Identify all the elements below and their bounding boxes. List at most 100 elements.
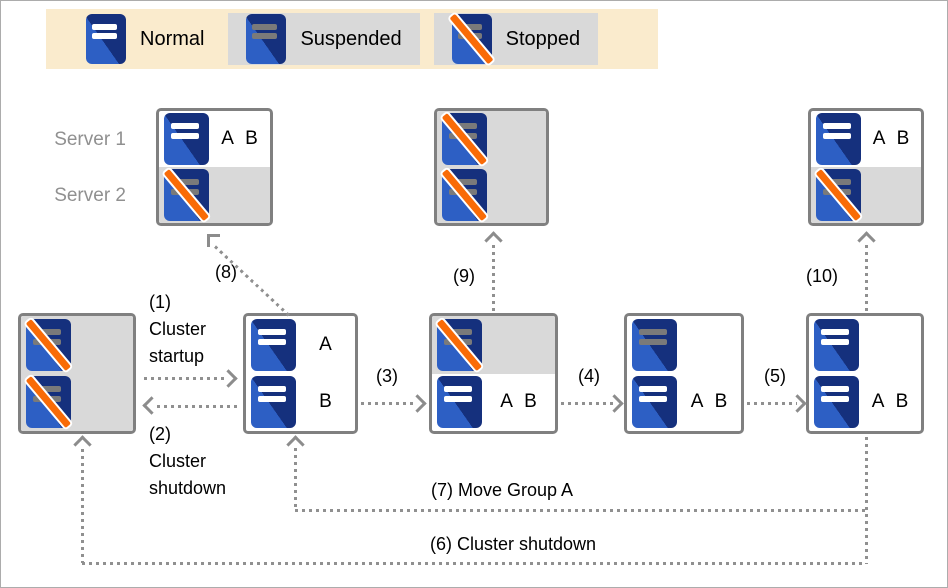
transition-9-label: (9) bbox=[453, 266, 475, 286]
arrow-4-head bbox=[605, 394, 624, 413]
stop-slash-icon bbox=[449, 13, 494, 65]
server-row bbox=[159, 167, 270, 223]
stop-slash-icon bbox=[163, 168, 209, 222]
state-box-bottom-1 bbox=[18, 313, 136, 434]
transition-3-label: (3) bbox=[376, 366, 398, 386]
state-box-top-left: A B bbox=[156, 108, 273, 226]
transition-5-label: (5) bbox=[764, 366, 786, 386]
server-row: A B bbox=[811, 111, 921, 167]
legend-item-stopped: Stopped bbox=[433, 13, 599, 65]
legend-item-normal: Normal bbox=[68, 13, 222, 65]
legend-label-normal: Normal bbox=[140, 27, 205, 50]
transition-2-label: (2) Cluster shutdown bbox=[149, 421, 249, 502]
state-box-bottom-2: A B bbox=[243, 313, 358, 434]
server-stopped-icon bbox=[441, 168, 487, 222]
server-row: A bbox=[246, 316, 355, 374]
server1-label: Server 1 bbox=[54, 129, 126, 150]
server-row: B bbox=[246, 374, 355, 432]
server-normal-icon bbox=[814, 376, 859, 429]
server-row bbox=[809, 316, 921, 374]
transition-8-label: (8) bbox=[215, 262, 237, 282]
arrow-2-line bbox=[157, 405, 239, 408]
server-normal-icon bbox=[437, 376, 482, 429]
state-box-bottom-4: A B bbox=[624, 313, 744, 434]
server-normal-icon bbox=[86, 14, 126, 64]
server-row bbox=[437, 167, 546, 223]
arrow-3-line bbox=[361, 402, 416, 405]
group-label: B bbox=[319, 391, 332, 413]
server-normal-icon bbox=[816, 113, 861, 165]
server-row: A B bbox=[432, 374, 555, 432]
transition-6-label: (6) Cluster shutdown bbox=[429, 534, 597, 554]
server-row bbox=[432, 316, 555, 374]
arrow-8-head bbox=[207, 234, 220, 247]
state-box-top-right: A B bbox=[808, 108, 924, 226]
state-box-bottom-5: A B bbox=[806, 313, 924, 434]
stop-slash-icon bbox=[25, 318, 71, 371]
arrow-10-head bbox=[857, 231, 876, 250]
group-label: A B bbox=[871, 391, 909, 413]
server-row: A B bbox=[809, 374, 921, 432]
server-stopped-icon bbox=[163, 168, 209, 222]
server-row: A B bbox=[159, 111, 270, 167]
server-normal-icon bbox=[251, 376, 296, 429]
server-suspended-icon bbox=[246, 14, 287, 64]
stop-slash-icon bbox=[25, 376, 71, 429]
arrow-4-line bbox=[561, 402, 614, 405]
transition-10-label: (10) bbox=[805, 266, 838, 286]
server-normal-icon bbox=[251, 318, 296, 371]
server-stopped-icon bbox=[815, 168, 861, 222]
server-row bbox=[811, 167, 921, 223]
server-stopped-icon bbox=[25, 376, 71, 429]
state-box-top-middle bbox=[434, 108, 549, 226]
stop-slash-icon bbox=[441, 168, 487, 222]
transition-2-number: (2) bbox=[149, 424, 171, 444]
server-stopped-icon bbox=[25, 318, 71, 371]
stop-slash-icon bbox=[815, 168, 861, 222]
server-row bbox=[21, 373, 133, 431]
arrow-6-left-line bbox=[81, 449, 84, 563]
server-stopped-icon bbox=[441, 112, 487, 166]
legend-label-stopped: Stopped bbox=[505, 27, 581, 50]
transition-1-caption: Cluster startup bbox=[149, 319, 207, 366]
legend-item-suspended: Suspended bbox=[228, 13, 420, 65]
arrow-1-line bbox=[144, 377, 228, 380]
arrow-6-7-right-line bbox=[865, 437, 868, 564]
stop-slash-icon bbox=[436, 318, 482, 371]
arrow-5-head bbox=[788, 394, 807, 413]
transition-7-label: (7) Move Group A bbox=[430, 480, 574, 500]
group-label: A B bbox=[500, 391, 537, 413]
transition-1-number: (1) bbox=[149, 292, 171, 312]
server-stopped-icon bbox=[449, 13, 494, 65]
arrow-1-head bbox=[219, 369, 238, 388]
server-row: A B bbox=[627, 374, 741, 432]
arrow-10-line bbox=[865, 245, 868, 312]
group-label: A bbox=[319, 333, 332, 355]
transition-1-label: (1) Cluster startup bbox=[149, 289, 244, 370]
group-label: A B bbox=[690, 391, 728, 413]
arrow-3-head bbox=[408, 394, 427, 413]
arrow-5-line bbox=[747, 402, 797, 405]
stop-slash-icon bbox=[441, 112, 487, 166]
legend-label-suspended: Suspended bbox=[300, 27, 402, 50]
arrow-9-head bbox=[484, 231, 503, 250]
arrow-7-head bbox=[286, 435, 305, 454]
server-stopped-icon bbox=[436, 318, 482, 371]
server-row bbox=[627, 316, 741, 374]
server-normal-icon bbox=[814, 318, 859, 371]
arrow-9-line bbox=[492, 245, 495, 312]
legend: Normal Suspended Stopped bbox=[46, 9, 658, 69]
group-label: A B bbox=[872, 128, 910, 149]
transition-2-caption: Cluster shutdown bbox=[149, 451, 227, 498]
server-row bbox=[437, 111, 546, 167]
transition-4-label: (4) bbox=[578, 366, 600, 386]
arrow-7-line bbox=[295, 509, 867, 512]
server-row bbox=[21, 316, 133, 374]
state-box-bottom-3: A B bbox=[429, 313, 558, 434]
server-normal-icon bbox=[164, 113, 209, 165]
arrow-6-line bbox=[82, 562, 866, 565]
server-normal-icon bbox=[632, 376, 677, 429]
group-label: A B bbox=[221, 128, 258, 149]
server-suspended-icon bbox=[632, 318, 677, 371]
